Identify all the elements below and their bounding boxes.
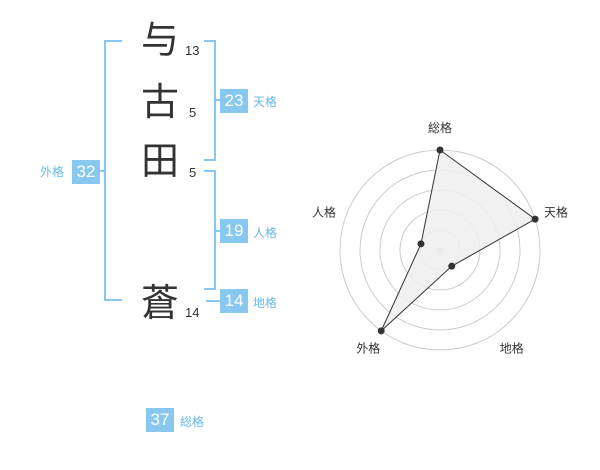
soukaku-label: 総格	[180, 415, 205, 429]
soukaku-value-badge: 37	[146, 408, 174, 432]
name-char-2: 古	[140, 80, 179, 124]
radar-point-4	[377, 327, 385, 335]
name-char-3: 田	[140, 139, 179, 183]
jinkaku-bracket-tick	[215, 230, 222, 232]
radar-axis-label: 総格	[428, 120, 452, 135]
chikaku-label: 地格	[253, 296, 278, 310]
gaikaku-bracket-tick	[98, 170, 106, 172]
radar-point-2	[531, 215, 539, 223]
radar-point-5	[417, 240, 425, 248]
radar-axis-label: 天格	[544, 204, 568, 219]
stroke-count-4: 14	[185, 305, 200, 320]
name-char-4: 蒼	[140, 281, 179, 325]
gaikaku-label: 外格	[40, 165, 65, 179]
tenkaku-value-badge: 23	[220, 89, 248, 113]
name-char-1: 与	[140, 18, 179, 62]
radar-axis-label: 外格	[356, 341, 380, 356]
tenkaku-bracket-tick	[215, 99, 222, 101]
radar-data-polygon	[380, 149, 537, 332]
radar-axis-label: 地格	[500, 341, 524, 356]
stroke-count-1: 13	[185, 43, 200, 58]
chikaku-value-badge: 14	[220, 289, 248, 313]
chikaku-connector	[206, 300, 222, 302]
stroke-count-2: 5	[189, 105, 197, 120]
jinkaku-label: 人格	[253, 226, 278, 240]
stroke-count-3: 5	[189, 165, 197, 180]
jinkaku-value-badge: 19	[220, 219, 248, 243]
radar-axis-label: 人格	[312, 204, 336, 219]
gaikaku-value-badge: 32	[72, 160, 100, 184]
tenkaku-label: 天格	[253, 95, 278, 109]
radar-point-3	[448, 262, 456, 270]
radar-point-1	[436, 146, 444, 154]
